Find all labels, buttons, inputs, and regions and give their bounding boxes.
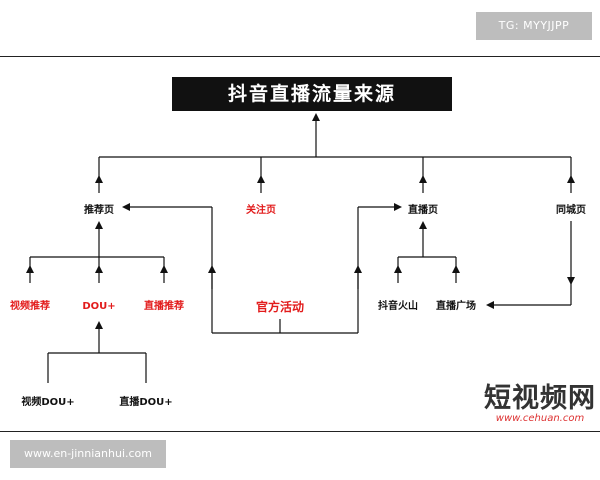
connector-level2 [95,157,575,193]
flow-diagram: 抖音直播流量来源 推荐页 关注页 直播页 同城页 [10,77,596,424]
diagram-frame: 抖音直播流量来源 推荐页 关注页 直播页 同城页 [0,56,600,432]
title-box [172,77,452,111]
node-official-activity: 官方活动 [256,299,304,314]
connector-zhibo-children [394,221,460,283]
node-zhibo-dou: 直播DOU+ [119,395,172,408]
site-logo: 短视频网 www.cehuan.com [484,383,596,424]
watermark-bottom: www.en-jinnianhui.com [10,440,166,468]
connector-trunk [99,113,571,158]
node-shipin-tuijian: 视频推荐 [10,299,50,312]
node-zhibo-guangchang: 直播广场 [436,299,476,312]
node-guanzhu: 关注页 [246,203,276,216]
node-dou-plus: DOU+ [82,301,115,312]
connector-official-activity [122,203,402,334]
connector-dou-children [47,321,147,383]
connector-tongcheng [486,221,575,309]
node-douyin-huoshan: 抖音火山 [378,299,418,312]
node-tuijian: 推荐页 [84,203,114,216]
watermark-top: TG: MYYJJPP [476,12,592,40]
node-tongcheng: 同城页 [556,203,586,216]
site-logo-url: www.cehuan.com [496,413,585,424]
node-shipin-dou: 视频DOU+ [21,395,74,408]
diagram-title: 抖音直播流量来源 [228,82,396,105]
site-logo-text: 短视频网 [484,383,596,414]
connector-tuijian-children [26,221,168,283]
node-zhibo-tuijian: 直播推荐 [144,299,184,312]
node-zhibo: 直播页 [408,203,438,216]
